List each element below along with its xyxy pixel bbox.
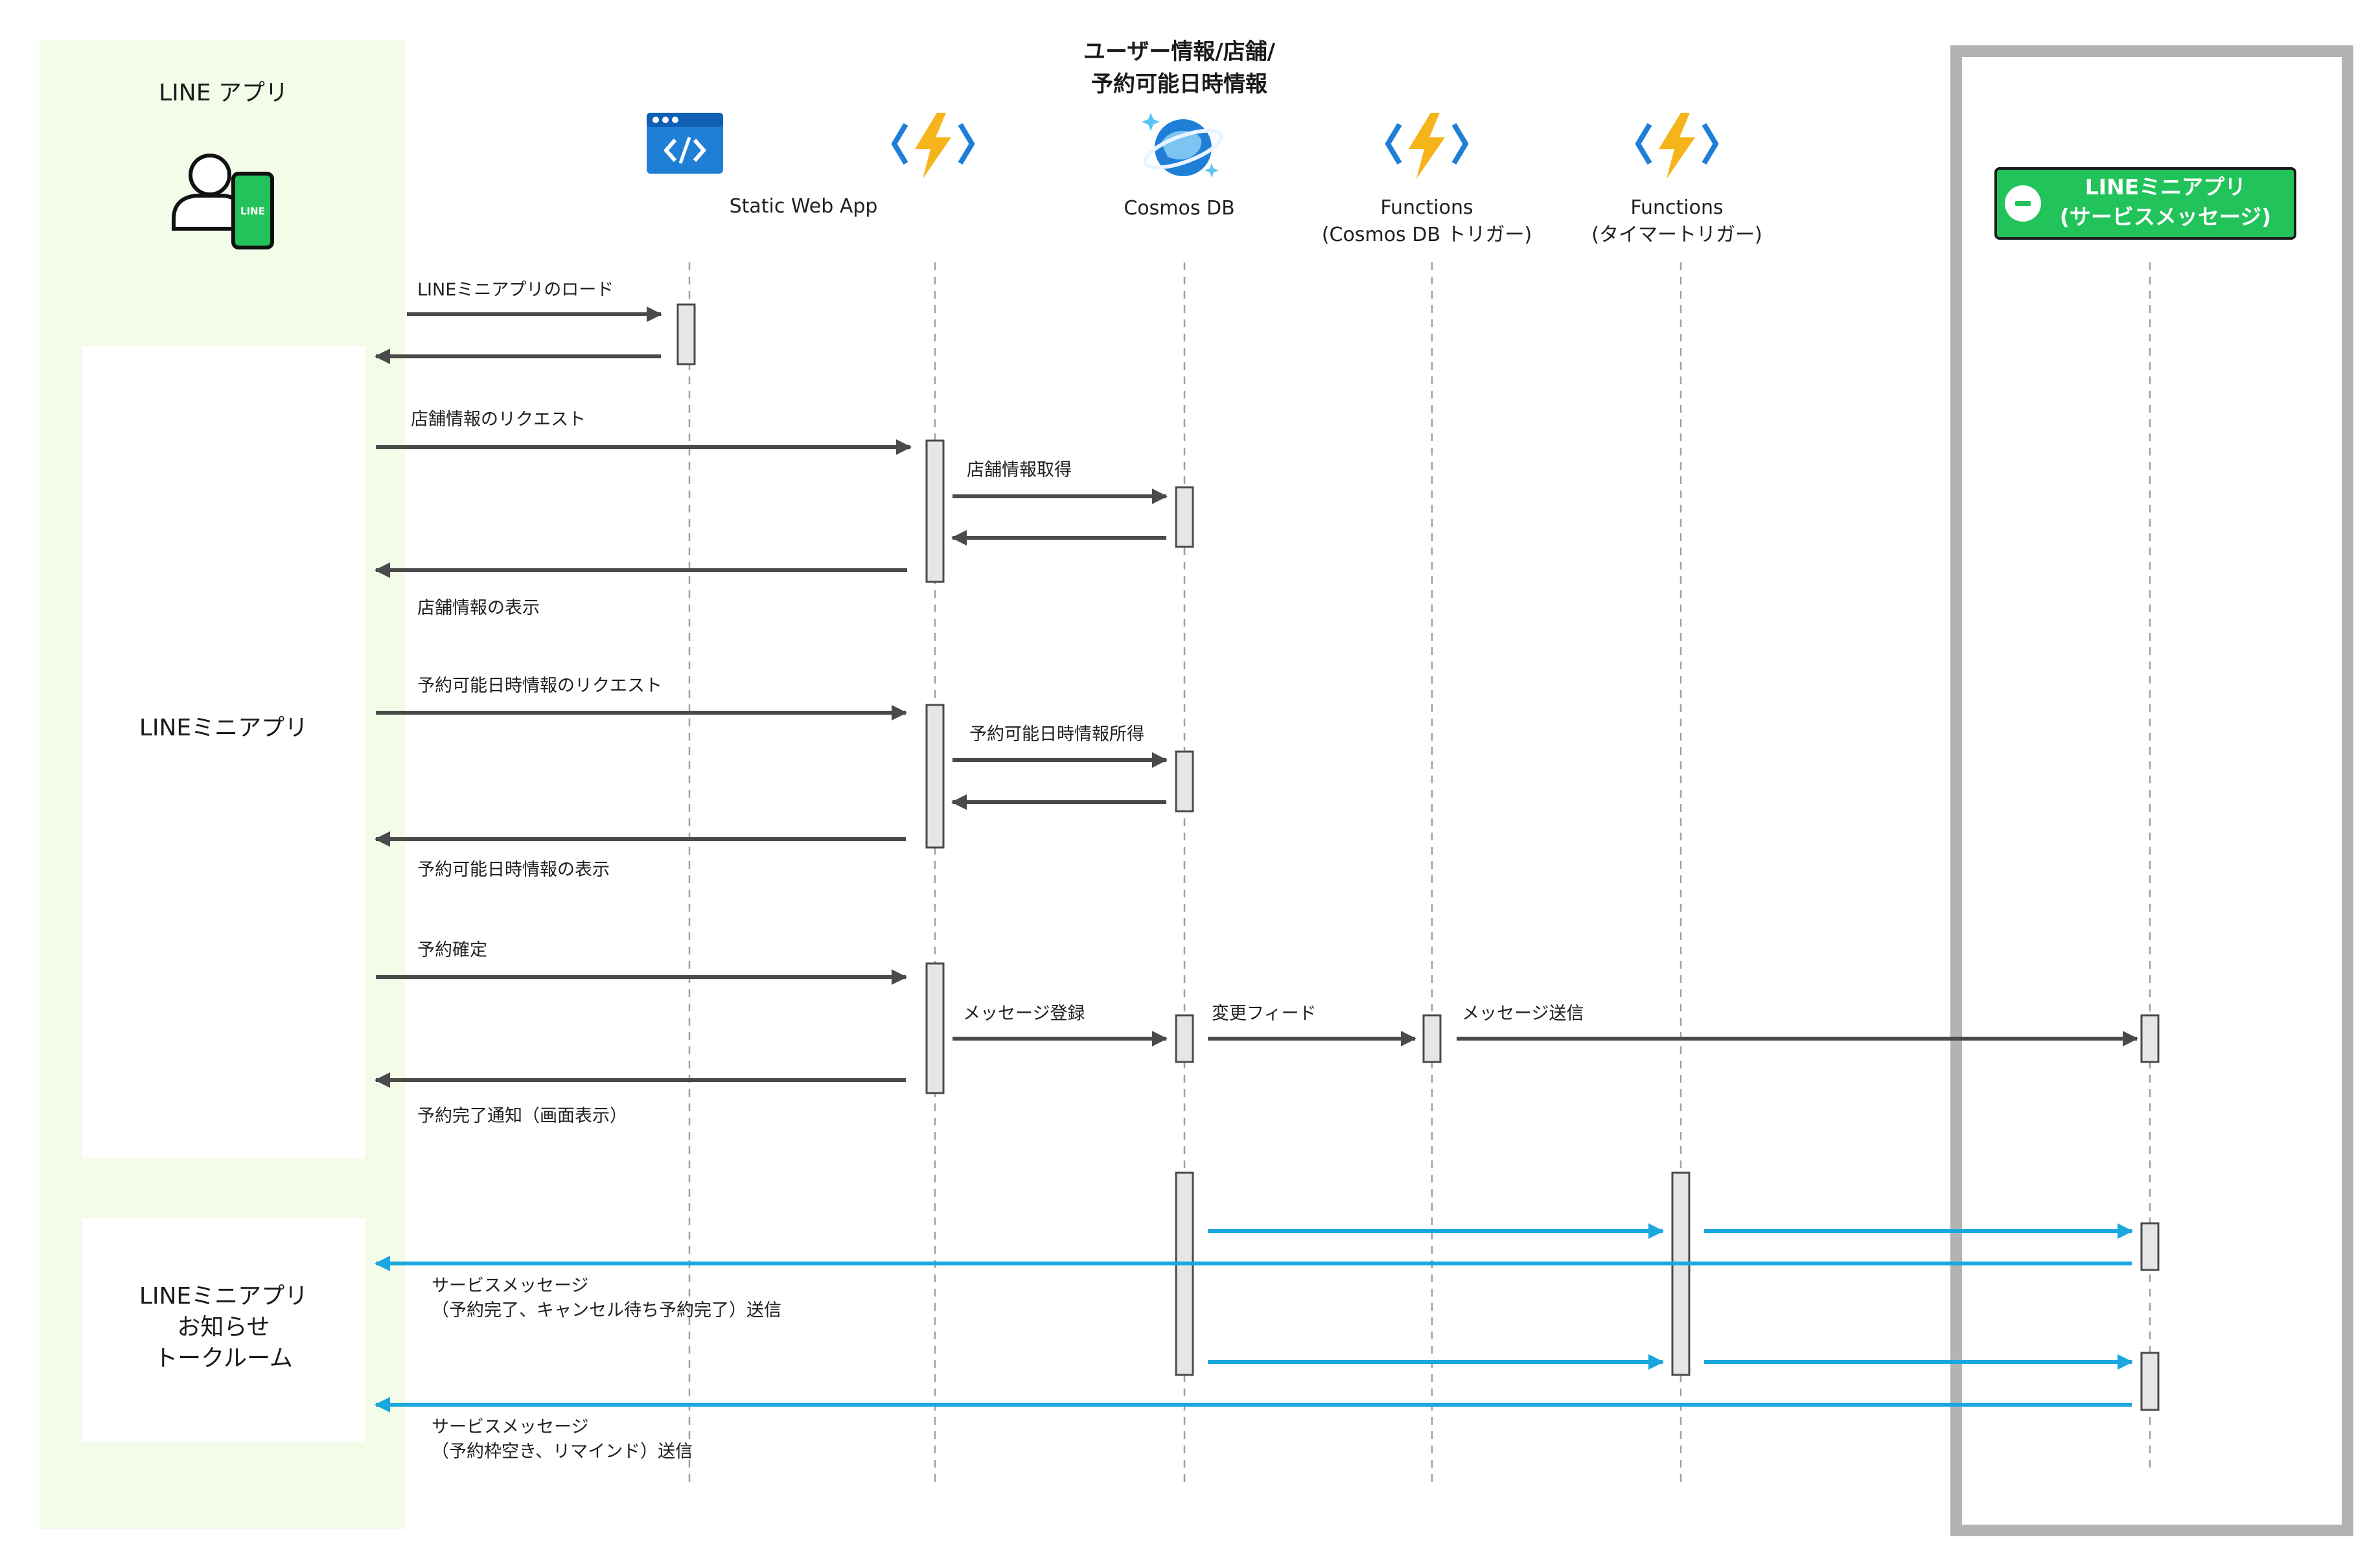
notification-label-1: LINEミニアプリ (139, 1283, 308, 1309)
line-mini-app-service-label-2: (サービスメッセージ) (2059, 204, 2272, 229)
activation-line-2 (2140, 1222, 2160, 1271)
functions-timer-label-1: Functions (1630, 196, 1724, 219)
notification-label-2: お知らせ (177, 1314, 270, 1341)
msg-avail-display: 予約可能日時情報の表示 (417, 860, 610, 880)
functions-cosmos-label-2: (Cosmos DB トリガー) (1321, 224, 1532, 246)
msg-store-fetch: 店舗情報取得 (967, 460, 1072, 480)
msg-service-2-detail: （予約枠空き、リマインド）送信 (432, 1442, 693, 1462)
activation-swa (676, 303, 696, 365)
phone-badge: LINE (240, 205, 265, 217)
activation-db-4 (1175, 1171, 1194, 1376)
db-group-title-2: 予約可能日時情報 (1091, 71, 1267, 97)
line-mini-app-service-label-1: LINEミニアプリ (2084, 174, 2246, 200)
dark-arrows (375, 306, 2138, 1088)
line-service-frame (1950, 45, 2353, 1536)
activation-fn-cosmos (1422, 1014, 1442, 1063)
mini-app-box (82, 346, 365, 1159)
mini-app-label: LINEミニアプリ (139, 715, 308, 741)
static-web-app-label: Static Web App (729, 195, 878, 218)
activation-api-1 (925, 439, 945, 583)
msg-change-feed: 変更フィード (1212, 1004, 1317, 1024)
static-web-app-icon (647, 113, 723, 174)
cosmos-db-label: Cosmos DB (1124, 197, 1235, 220)
activation-db-1 (1175, 486, 1194, 548)
msg-reserve-confirm: 予約確定 (417, 940, 487, 960)
person-with-phone-icon: LINE (172, 154, 274, 249)
msg-store-display: 店舗情報の表示 (417, 598, 540, 618)
activation-db-3 (1175, 1014, 1194, 1063)
cosmos-db-icon (1142, 113, 1223, 178)
msg-service-1-title: サービスメッセージ (432, 1276, 589, 1296)
notification-label-3: トークルーム (154, 1345, 293, 1372)
db-group-title-1: ユーザー情報/店舗/ (1083, 39, 1276, 65)
blue-arrows (375, 1223, 2133, 1412)
activation-line-3 (2140, 1352, 2160, 1411)
functions-timer-label-2: (タイマートリガー) (1591, 224, 1762, 246)
msg-service-1-detail: （予約完了、キャンセル待ち予約完了）送信 (432, 1300, 781, 1320)
activation-fn-timer (1671, 1171, 1691, 1376)
notification-box (82, 1218, 365, 1442)
msg-reserve-done: 予約完了通知（画面表示） (417, 1106, 627, 1126)
msg-send: メッセージ送信 (1462, 1004, 1584, 1024)
msg-store-request: 店舗情報のリクエスト (411, 409, 586, 430)
functions-icon (1385, 113, 1468, 179)
activation-db-2 (1175, 750, 1194, 813)
functions-cosmos-label-1: Functions (1380, 196, 1473, 219)
line-mini-app-service-box: LINEミニアプリ (サービスメッセージ) (1994, 167, 2296, 240)
msg-avail-fetch: 予約可能日時情報所得 (969, 724, 1144, 744)
msg-avail-request: 予約可能日時情報のリクエスト (417, 676, 662, 696)
functions-icon (1635, 113, 1718, 179)
activation-api-3 (925, 962, 945, 1094)
line-logo-icon (2005, 185, 2041, 222)
line-app-title: LINE アプリ (159, 80, 288, 106)
activation-bars (676, 303, 2160, 1411)
activation-line-1 (2140, 1014, 2160, 1063)
functions-icon (892, 113, 975, 179)
activation-api-2 (925, 704, 945, 849)
msg-load: LINEミニアプリのロード (417, 280, 614, 300)
msg-service-2-title: サービスメッセージ (432, 1417, 589, 1437)
msg-register: メッセージ登録 (963, 1004, 1085, 1024)
